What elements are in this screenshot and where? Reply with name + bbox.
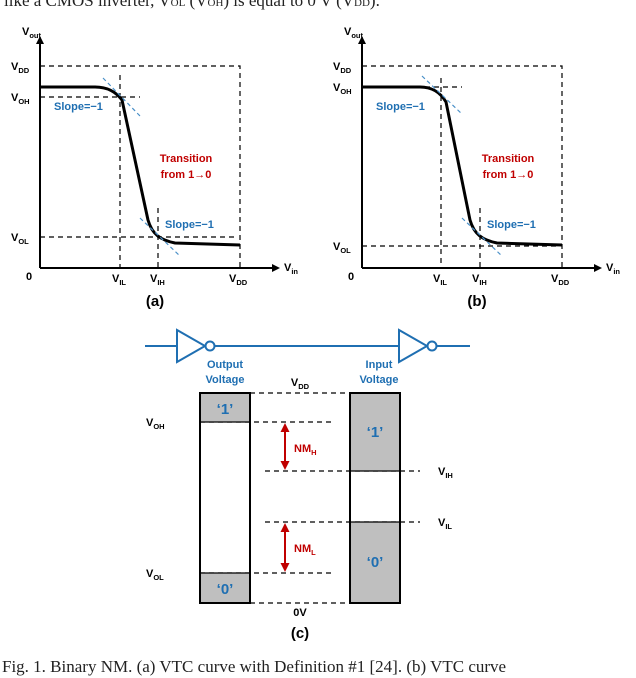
panel-a-vil-label: VIL	[112, 273, 126, 287]
inverter-left-bubble	[204, 340, 216, 352]
input-low-region	[350, 522, 400, 603]
panel-a-transition-line2: from 1→0	[161, 169, 212, 181]
vih-label-c: VIH	[438, 466, 453, 480]
input-high-region	[350, 393, 400, 471]
input-voltage-line1: Input	[366, 359, 393, 371]
panel-b-vih-label: VIH	[472, 273, 487, 287]
panel-a-vih-label: VIH	[150, 273, 165, 287]
panel-b-vtc-curve	[362, 85, 563, 247]
panel-b-vdd-box	[361, 65, 563, 269]
panel-b-slope-bottom-label: Slope=−1	[487, 219, 536, 231]
inverter-chain	[145, 328, 470, 364]
panel-a-vdd-x-label: VDD	[229, 273, 248, 287]
panel-b-tangent-top	[421, 75, 463, 115]
panel-b-vout-label: Vout	[344, 26, 364, 40]
output-voltage-line2: Voltage	[206, 374, 245, 386]
panel-b-label: (b)	[467, 293, 486, 310]
panel-b-vol-label: VOL	[333, 241, 351, 255]
output-low-region	[200, 573, 250, 603]
clipped-text-line: like a CMOS inverter, VOL (VOH) is equal…	[4, 0, 380, 10]
output-zero-label: ‘0’	[217, 581, 234, 598]
panel-b-transition-line1: Transition	[482, 153, 535, 165]
voh-label-c: VOH	[146, 417, 165, 431]
input-one-label: ‘1’	[367, 424, 384, 441]
panel-b-tangent-bottom	[461, 217, 503, 257]
output-one-label: ‘1’	[217, 401, 234, 418]
output-voltage-bar	[199, 392, 251, 604]
nml-label: NML	[294, 543, 316, 557]
panel-a-vdd-label: VDD	[11, 61, 30, 75]
panel-a-vdd-box	[39, 65, 241, 269]
panel-b-vdd-x-label: VDD	[551, 273, 570, 287]
input-voltage-bar	[349, 392, 401, 604]
panel-a-origin-label: 0	[26, 271, 32, 283]
inverter-left-icon	[176, 328, 208, 364]
panel-a-tangent-top	[102, 77, 141, 117]
panel-a-voh-label: VOH	[11, 92, 30, 106]
panel-a-tangent-bottom	[139, 217, 181, 257]
vil-label-c: VIL	[438, 517, 452, 531]
panel-a-vout-label: Vout	[22, 26, 42, 40]
panel-b-vil-label: VIL	[433, 273, 447, 287]
panel-a-label: (a)	[146, 293, 164, 310]
panel-a-slope-bottom-label: Slope=−1	[165, 219, 214, 231]
panel-a-vin-label: Vin	[284, 262, 298, 276]
panel-a-transition-line1: Transition	[160, 153, 213, 165]
panel-c-noise-margin: Output Voltage Input Voltage VDD ‘1’ ‘0’…	[145, 328, 470, 642]
zero-v-label: 0V	[293, 607, 307, 619]
figure-caption: Fig. 1. Binary NM. (a) VTC curve with De…	[2, 657, 507, 676]
panel-b-vin-label: Vin	[606, 262, 620, 276]
panel-a-vol-label: VOL	[11, 232, 29, 246]
panel-a-slope-top-label: Slope=−1	[54, 101, 103, 113]
panel-b-vtc-graph: Vout VDD VOH VOL 0 VIL VIH VDD Vin Slope…	[333, 26, 620, 310]
output-high-region	[200, 393, 250, 422]
panel-b-transition-line2: from 1→0	[483, 169, 534, 181]
panel-b-voh-label: VOH	[333, 82, 352, 96]
vol-label-c: VOL	[146, 568, 164, 582]
inverter-right-bubble	[426, 340, 438, 352]
panel-b-origin-label: 0	[348, 271, 354, 283]
panel-c-label: (c)	[291, 625, 309, 642]
input-voltage-line2: Voltage	[360, 374, 399, 386]
panel-a-vtc-curve	[40, 85, 241, 247]
nmh-label: NMH	[294, 443, 317, 457]
inverter-right-icon	[398, 328, 430, 364]
panel-b-vdd-label: VDD	[333, 61, 352, 75]
input-zero-label: ‘0’	[367, 554, 384, 571]
panel-a-vtc-graph: Vout VDD VOH VOL 0 VIL VIH VDD Vin Slope…	[11, 26, 298, 310]
panel-b-slope-top-label: Slope=−1	[376, 101, 425, 113]
vdd-label-c: VDD	[291, 377, 310, 391]
output-voltage-line1: Output	[207, 359, 243, 371]
